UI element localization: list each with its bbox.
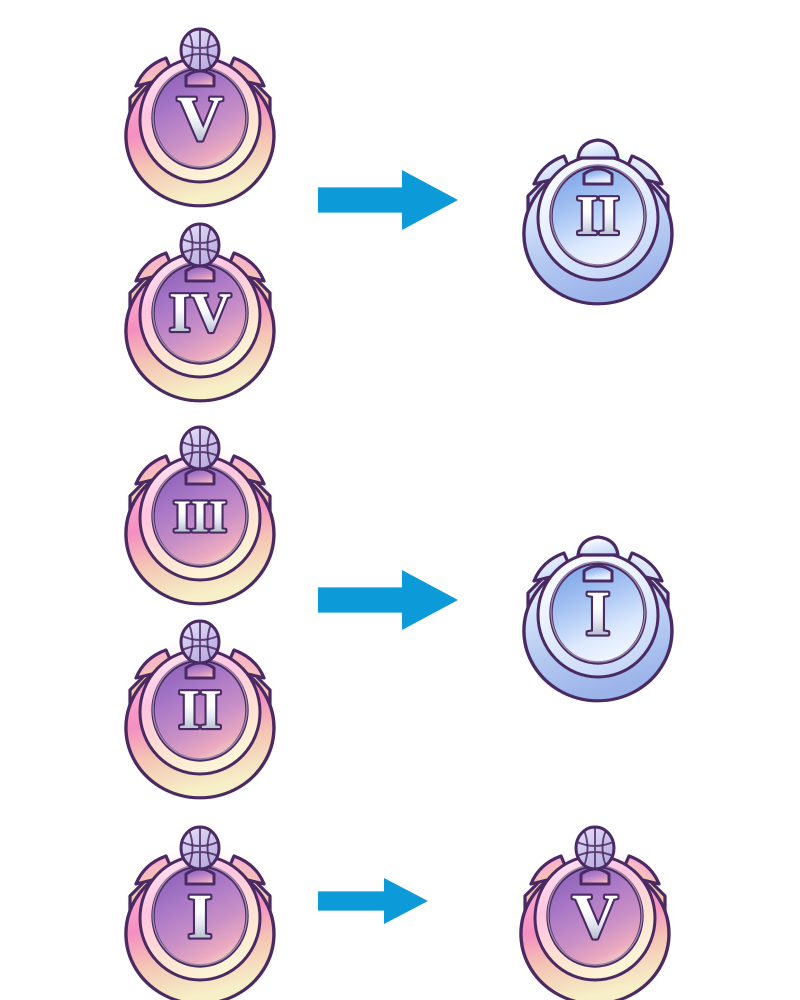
badge-rank-i-pink[interactable]: I (110, 818, 290, 1000)
badge-rank-v-pink-result[interactable]: V (505, 818, 685, 1000)
arrow-right-icon (318, 170, 458, 230)
svg-text:V: V (572, 881, 618, 952)
badge-rank-ii-pink[interactable]: II (110, 612, 290, 800)
arrow-right-icon (318, 570, 458, 630)
badge-rank-v-pink[interactable]: V (110, 20, 290, 208)
svg-text:I: I (586, 578, 611, 649)
arrow-right-icon (318, 878, 428, 924)
svg-text:III: III (173, 491, 227, 542)
badge-rank-iv-pink[interactable]: IV (110, 215, 290, 403)
badge-rank-ii-blue[interactable]: II (508, 118, 688, 306)
badge-rank-i-blue[interactable]: I (508, 515, 688, 703)
svg-text:I: I (188, 881, 213, 952)
svg-text:V: V (177, 83, 223, 154)
svg-text:II: II (178, 679, 222, 741)
badge-rank-iii-pink[interactable]: III (110, 418, 290, 606)
svg-text:II: II (576, 185, 620, 247)
svg-text:IV: IV (169, 282, 231, 344)
